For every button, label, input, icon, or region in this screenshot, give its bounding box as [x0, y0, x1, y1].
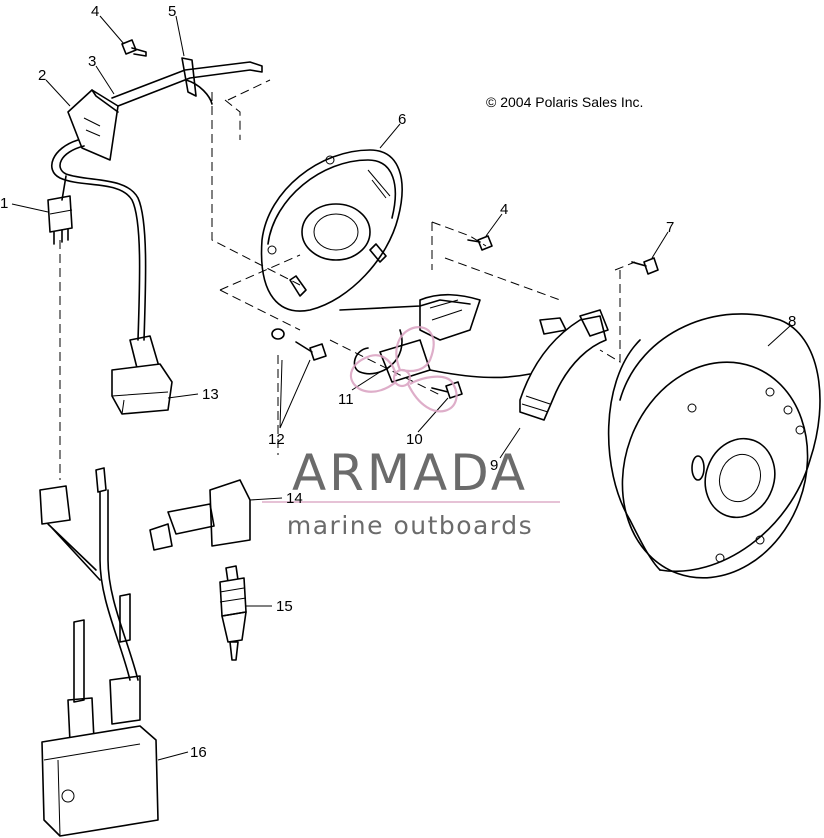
alignment-lines [59, 79, 636, 480]
watermark-logo [262, 326, 560, 503]
pickup-assembly [339, 293, 531, 383]
callout-13: 13 [202, 386, 219, 403]
screw-top [121, 39, 147, 57]
callout-3: 3 [88, 53, 96, 70]
callout-16: 16 [190, 744, 207, 761]
propeller-blade-right [407, 375, 458, 413]
screws [271, 235, 659, 399]
callout-6: 6 [398, 111, 406, 128]
callout-9: 9 [490, 457, 498, 474]
callout-10: 10 [406, 431, 423, 448]
copyright-notice: © 2004 Polaris Sales Inc. [486, 94, 643, 110]
callout-8: 8 [788, 313, 796, 330]
callout-5: 5 [168, 3, 176, 20]
callout-labels: 1 2 3 4 5 6 4 7 8 9 10 11 12 13 14 15 16 [0, 3, 796, 761]
callout-11: 11 [338, 391, 354, 408]
callout-15: 15 [276, 598, 293, 615]
spark-plug-cap [149, 479, 251, 551]
callout-2: 2 [38, 67, 46, 84]
flywheel [607, 313, 821, 579]
stator-coil [519, 309, 609, 421]
propeller-blade-top [395, 326, 435, 373]
regulator-wire [50, 139, 147, 341]
voltage-regulator [67, 89, 119, 161]
propeller-blade-left [349, 354, 398, 393]
watermark-tagline: marine outboards [287, 511, 533, 540]
propeller-hub [392, 368, 412, 388]
callout-12: 12 [268, 431, 285, 448]
callout-14: 14 [286, 490, 303, 507]
stator-plate [260, 149, 403, 312]
wire-harness-tube [111, 57, 263, 107]
ignition-coil [39, 467, 159, 837]
callout-4-top: 4 [91, 3, 99, 20]
connector-1 [47, 195, 73, 245]
callout-4-right: 4 [500, 201, 508, 218]
spark-plug [219, 565, 247, 661]
callout-7: 7 [666, 219, 674, 236]
watermark-brand: ARMADA [292, 444, 528, 502]
connector-13 [111, 335, 173, 415]
callout-1: 1 [0, 195, 8, 212]
